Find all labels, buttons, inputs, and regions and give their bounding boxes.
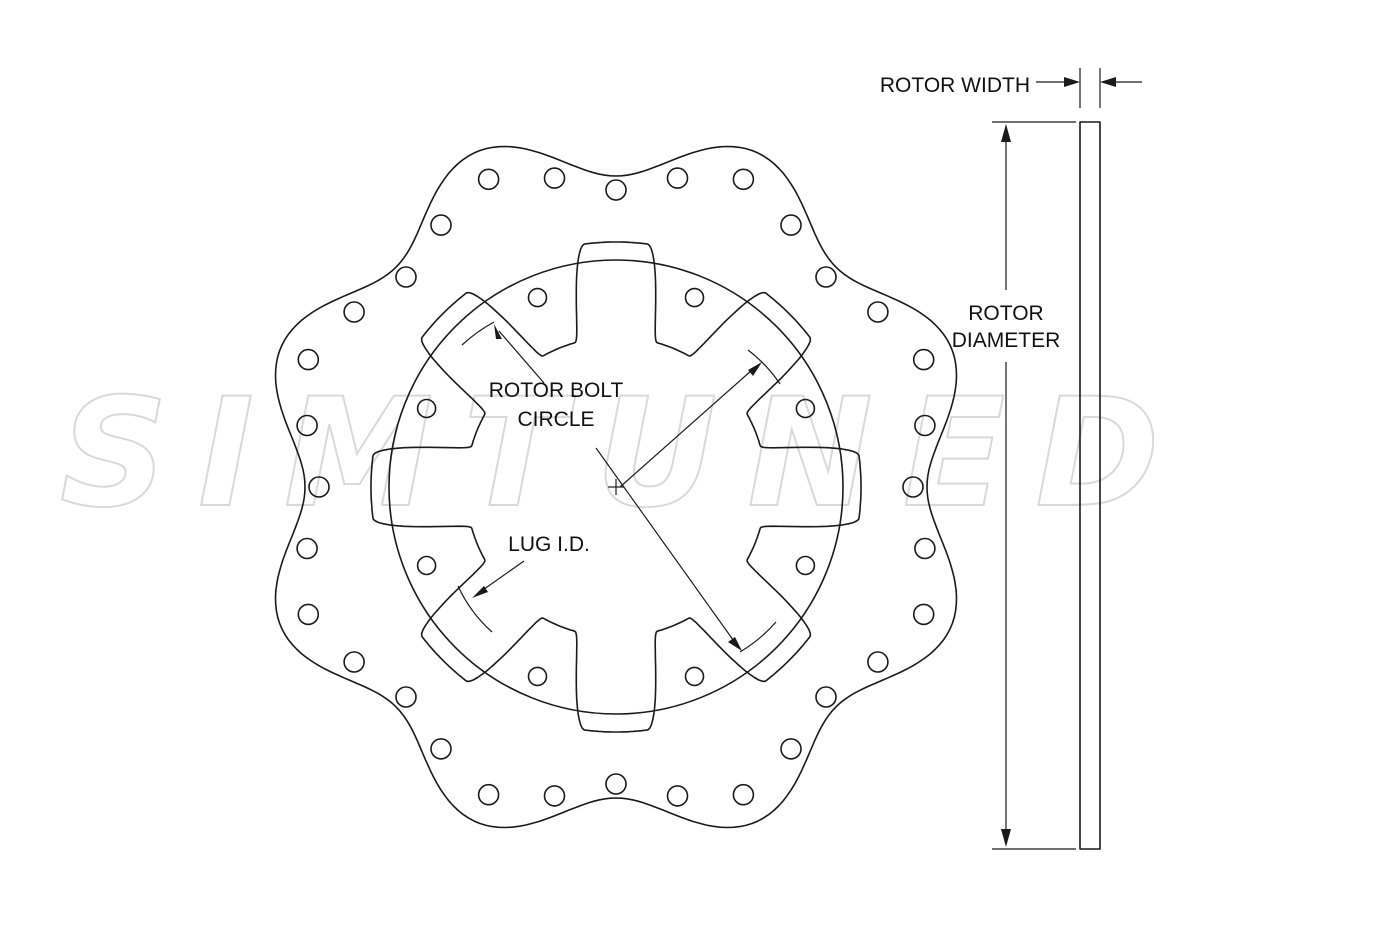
- outer-hole: [296, 414, 318, 437]
- outer-hole: [912, 348, 935, 371]
- outer-hole: [732, 168, 755, 191]
- rotor-diameter-label: ROTOR DIAMETER: [952, 302, 1061, 352]
- lug-id-dimension: [457, 349, 781, 633]
- center-mark: [608, 479, 624, 495]
- outer-hole: [477, 783, 500, 806]
- outer-hole: [543, 785, 566, 807]
- bolt-hole: [416, 398, 437, 419]
- bolt-holes: [416, 287, 816, 687]
- bolt-circle-label-line1: ROTOR BOLT: [489, 379, 624, 402]
- rotor-side-view: [1079, 121, 1101, 850]
- outer-hole: [297, 603, 320, 626]
- outer-hole: [815, 686, 837, 708]
- outer-hole: [395, 686, 417, 708]
- outer-hole: [914, 414, 936, 437]
- rotor-width-label: ROTOR WIDTH: [880, 74, 1030, 97]
- bolt-circle-dimension: [461, 321, 545, 384]
- outer-hole: [430, 738, 452, 760]
- bolt-circle-arc-tick: [461, 321, 495, 346]
- watermark-text: SIMTUNED: [60, 367, 1190, 541]
- rotor-width-dimension: [1036, 68, 1142, 108]
- bolt-hole: [684, 287, 705, 308]
- bolt-circle-ring: [388, 259, 844, 715]
- outer-hole: [867, 651, 889, 673]
- bolt-hole: [527, 666, 548, 687]
- rotor-front-view: [274, 145, 958, 829]
- outer-hole: [666, 785, 689, 807]
- outer-hole: [867, 301, 889, 323]
- outer-hole: [543, 167, 566, 189]
- rotor-outer-outline: [274, 145, 958, 829]
- bolt-circle-label-line2: CIRCLE: [517, 408, 594, 431]
- outer-hole: [780, 738, 802, 760]
- outer-hole: [815, 266, 837, 288]
- outer-hole: [296, 537, 318, 560]
- outer-hole: [605, 179, 627, 201]
- bolt-hole: [527, 287, 548, 308]
- rotor-diameter-label-line1: ROTOR: [968, 302, 1043, 325]
- outer-hole: [343, 301, 365, 323]
- bolt-circle-leader: [498, 330, 545, 384]
- rotor-diameter-dimension: [992, 121, 1076, 850]
- outer-hole: [308, 476, 330, 498]
- rotor-diameter-label-line2: DIAMETER: [952, 329, 1061, 352]
- bolt-hole: [795, 398, 816, 419]
- outer-hole: [914, 537, 936, 560]
- outer-hole: [666, 167, 689, 189]
- outer-hole: [912, 603, 935, 626]
- bolt-hole: [684, 666, 705, 687]
- bolt-circle-diameter-line: [595, 447, 777, 653]
- outer-hole: [902, 476, 924, 498]
- bolt-circle-arrowhead: [494, 324, 502, 339]
- outer-drilled-holes: [296, 167, 936, 807]
- lug-id-label: LUG I.D.: [508, 533, 590, 556]
- outer-hole: [732, 783, 755, 806]
- bolt-hole: [416, 555, 437, 576]
- outer-hole: [297, 348, 320, 371]
- outer-hole: [395, 266, 417, 288]
- rotor-inner-lug-outline: [370, 241, 862, 733]
- outer-hole: [477, 168, 500, 191]
- outer-hole: [780, 214, 802, 236]
- bolt-circle-label: ROTOR BOLT CIRCLE: [489, 379, 624, 431]
- outer-hole: [343, 651, 365, 673]
- outer-hole: [605, 773, 627, 795]
- outer-hole: [430, 214, 452, 236]
- bolt-hole: [795, 555, 816, 576]
